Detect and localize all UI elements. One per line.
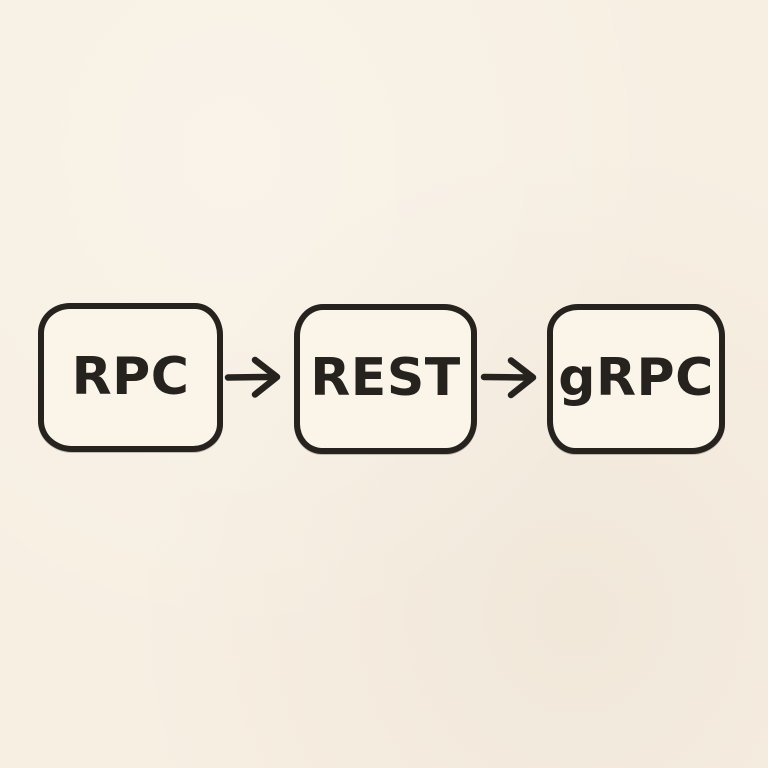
arrow-right-icon [224,353,286,401]
arrow-right-icon [480,353,542,401]
node-rpc: RPC [38,303,223,452]
node-rpc-label: RPC [71,346,190,407]
node-grpc: gRPC [547,304,725,454]
node-grpc-label: gRPC [558,348,714,408]
node-rest-label: REST [310,348,461,408]
node-rest: REST [294,304,477,454]
